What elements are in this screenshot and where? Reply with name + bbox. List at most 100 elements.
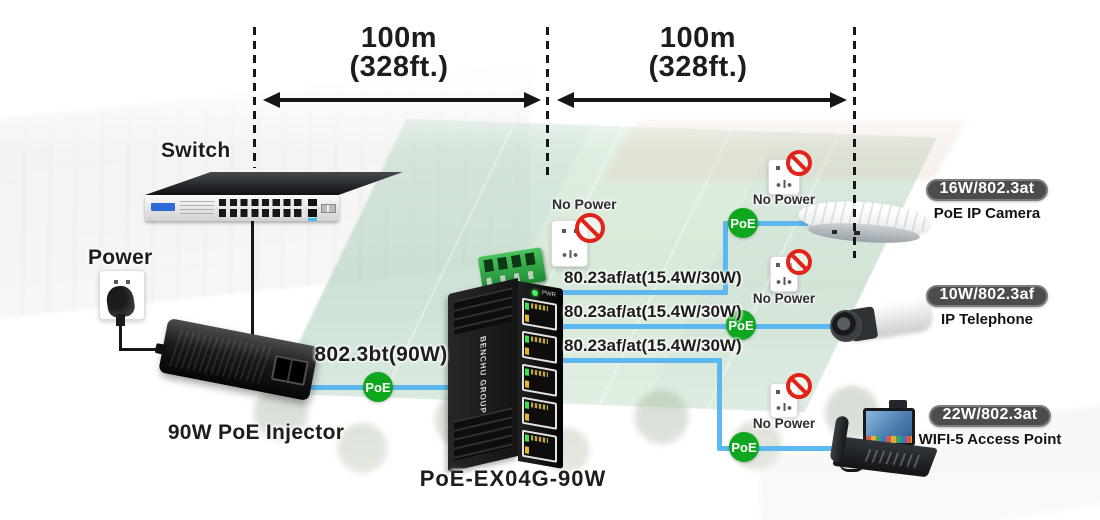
port-pins [531, 369, 548, 378]
port-led-yellow [525, 413, 529, 421]
no-power-prohibition-icon [786, 150, 812, 176]
outlet-pins [776, 263, 792, 268]
extender-model-label: PoE-EX04G-90W [419, 466, 607, 491]
af-link-label-2: 80.23af/at(15.4W/30W) [564, 302, 742, 321]
extender-vents-bottom [454, 407, 512, 461]
switch-brand-logo [151, 203, 175, 211]
extender-port-3 [522, 363, 557, 397]
link1-to-camera [723, 221, 808, 226]
distance-label-left: 100m (328ft.) [299, 24, 499, 82]
endpoint-caption-telephone: 10W/802.3af IP Telephone [912, 285, 1062, 328]
poe-badge: PoE [729, 432, 759, 462]
arrowhead-left-icon [557, 92, 574, 108]
prohibition-bar [579, 217, 601, 239]
no-power-label: No Power [552, 196, 617, 212]
endpoint-name: WIFI-5 Access Point [918, 431, 1062, 448]
camera-port [854, 231, 860, 235]
endpoint-name: IP Telephone [941, 311, 1033, 328]
link1-horizontal [540, 290, 728, 295]
distance-value: 100m [659, 22, 737, 54]
switch-top-face [145, 172, 403, 195]
switch-front-face [145, 195, 339, 221]
arrow-shaft [574, 98, 830, 102]
phone-camera [889, 400, 907, 410]
arrowhead-right-icon [830, 92, 847, 108]
switch-sfp-slots [321, 204, 336, 213]
port-pins [531, 336, 548, 345]
switch-uplink-ports [308, 199, 317, 217]
poe-badge: PoE [363, 372, 393, 402]
extender-port-5 [522, 429, 557, 463]
port-led-green [525, 302, 529, 310]
power-spec-badge: 10W/802.3af [925, 285, 1049, 307]
outlet-pins [776, 389, 792, 394]
distance-feet: (328ft.) [349, 51, 449, 83]
camera-port [832, 230, 837, 234]
extender-port-4 [522, 396, 557, 430]
power-spec-badge: 22W/802.3at [928, 405, 1052, 427]
outlet-pins [561, 229, 578, 234]
poe-badge: PoE [728, 208, 758, 238]
port-led-yellow [525, 314, 529, 322]
no-power-label: No Power [752, 291, 816, 306]
port-led-green [525, 434, 529, 442]
switch-to-injector-cable [251, 220, 254, 345]
distance-feet: (328ft.) [648, 51, 748, 83]
distance-value: 100m [360, 22, 438, 54]
power-spec-badge: 16W/802.3at [925, 179, 1049, 201]
outlet-pins [776, 166, 792, 171]
no-power-label: No Power [752, 416, 816, 431]
switch-rj45-ports [219, 199, 305, 217]
prohibition-bar [789, 153, 809, 173]
port-led-yellow [525, 347, 529, 355]
switch-label: Switch [161, 139, 231, 162]
power-label: Power [88, 246, 153, 269]
no-power-label: No Power [752, 192, 816, 207]
phone-cord [839, 460, 865, 472]
arrow-shaft [280, 98, 524, 102]
no-power-outlet-icon [770, 383, 798, 418]
outlet-pins [776, 276, 792, 285]
af-link-label-3: 80.23af/at(15.4W/30W) [564, 336, 742, 355]
distance-label-right: 100m (328ft.) [598, 24, 798, 82]
extender-port-1 [522, 297, 557, 331]
no-power-prohibition-icon [786, 249, 812, 275]
wifi-access-point-device [829, 400, 939, 478]
power-led-icon [532, 289, 538, 297]
switch-blue-tag [308, 218, 317, 221]
port-led-green [525, 368, 529, 376]
dashed-guide-left [253, 27, 256, 168]
phone-app-row [866, 436, 912, 443]
poe-badge: PoE [726, 310, 756, 340]
outlet-pins [114, 279, 130, 284]
poe-ip-camera-device [796, 197, 932, 248]
dashed-guide-right [853, 27, 856, 258]
endpoint-name: PoE IP Camera [933, 205, 1041, 222]
switch-spec-text [180, 201, 214, 215]
injector-vents [168, 329, 276, 385]
power-led-label: PWR [542, 290, 556, 299]
endpoint-caption-camera: 16W/802.3at PoE IP Camera [912, 179, 1062, 222]
extender-side-panel: BENCHU GROUP [448, 278, 518, 473]
link2-to-telephone [540, 324, 858, 329]
port-pins [531, 402, 548, 411]
power-cord-horizontal [119, 348, 177, 351]
port-pins [531, 303, 548, 312]
extender-vents-top [454, 287, 512, 335]
injector-label: 90W PoE Injector [167, 421, 345, 444]
distance-arrow-left [263, 92, 541, 108]
power-cord-vertical [119, 322, 122, 351]
port-pins [531, 435, 548, 444]
link3-to-access-point [717, 446, 867, 451]
port-led-green [525, 401, 529, 409]
dashed-guide-middle [546, 27, 549, 180]
port-led-green [525, 335, 529, 343]
injector-power-inlet [154, 343, 168, 355]
arrowhead-left-icon [263, 92, 280, 108]
extender-port-2 [522, 330, 557, 364]
af-link-label-1: 80.23af/at(15.4W/30W) [564, 268, 742, 287]
prohibition-bar [789, 376, 809, 396]
endpoint-caption-access-point: 22W/802.3at WIFI-5 Access Point [908, 405, 1072, 448]
outlet-pins [776, 403, 792, 412]
